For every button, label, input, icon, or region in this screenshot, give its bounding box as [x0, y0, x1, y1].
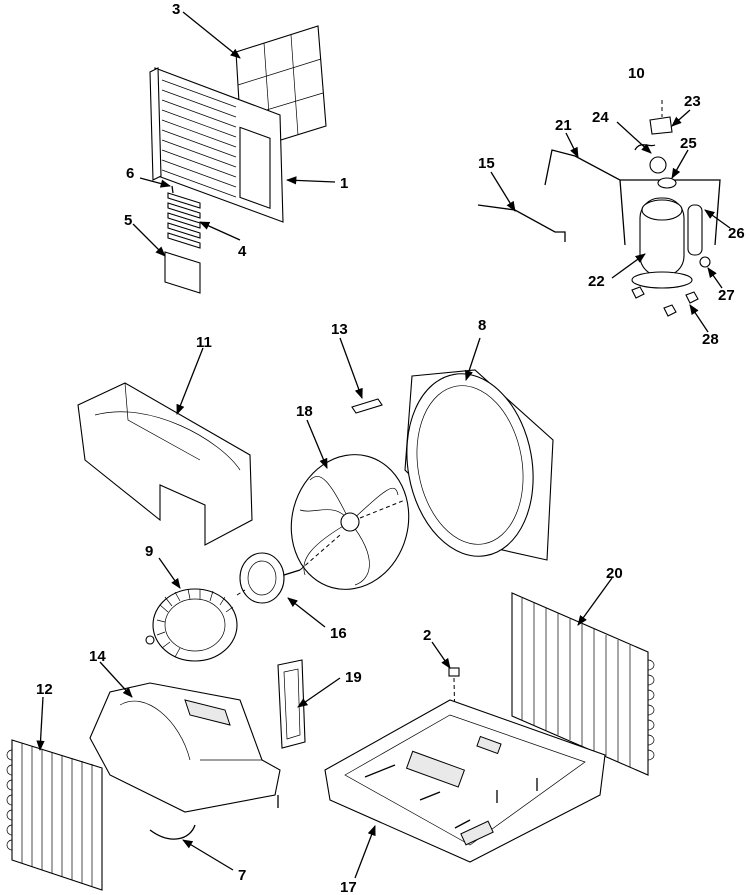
callout-20: 20	[606, 565, 623, 582]
callout-9: 9	[145, 543, 153, 560]
fan-shroud	[404, 369, 554, 561]
callout-21: 21	[555, 117, 572, 134]
mounting-nut	[631, 286, 699, 317]
callout-18: 18	[296, 403, 313, 420]
callout-16: 16	[330, 625, 347, 642]
gasket	[657, 177, 677, 189]
leader-lines	[36, 11, 731, 879]
bracket	[351, 398, 383, 414]
callout-5: 5	[124, 212, 132, 229]
evaporator-coil	[6, 739, 103, 891]
condenser-coil	[511, 592, 655, 776]
thermistor-wire	[149, 824, 196, 840]
callout-2: 2	[423, 627, 431, 644]
callout-11: 11	[196, 334, 212, 351]
partition-panel	[477, 204, 566, 242]
callout-27: 27	[718, 287, 735, 304]
callout-6: 6	[126, 165, 134, 182]
fan-motor	[239, 534, 341, 604]
callout-7: 7	[238, 867, 246, 884]
callout-4: 4	[238, 243, 247, 260]
callout-1: 1	[340, 175, 348, 192]
callout-25: 25	[680, 135, 697, 152]
callout-26: 26	[728, 225, 745, 242]
terminal-cover	[649, 116, 673, 135]
base-pan	[324, 699, 606, 863]
callout-3: 3	[172, 1, 180, 18]
callout-12: 12	[36, 681, 53, 698]
callout-13: 13	[331, 321, 348, 338]
callout-22: 22	[588, 273, 605, 290]
blower-scroll-bottom	[89, 682, 281, 813]
callout-8: 8	[478, 317, 486, 334]
overload-protector	[649, 156, 667, 174]
callout-23: 23	[684, 93, 701, 110]
front-grille	[149, 67, 284, 223]
callout-17: 17	[340, 879, 357, 895]
callout-14: 14	[89, 648, 106, 665]
callout-15: 15	[478, 155, 495, 172]
channel-bracket	[277, 659, 306, 749]
callout-10: 10	[628, 65, 645, 82]
compressor	[631, 197, 703, 289]
callout-labels: 3 1 6 4 5 13 8 11 18 9 16 14 12 19 2 20 …	[36, 1, 745, 895]
callout-19: 19	[345, 669, 362, 686]
blower-wheel	[145, 588, 246, 662]
louver-assembly	[164, 185, 201, 294]
callout-24: 24	[592, 109, 609, 126]
grommet	[699, 256, 711, 268]
refrigerant-tube	[544, 149, 626, 246]
blower-scroll-top	[77, 382, 253, 546]
condenser-fan	[290, 454, 410, 590]
callout-28: 28	[702, 331, 719, 348]
